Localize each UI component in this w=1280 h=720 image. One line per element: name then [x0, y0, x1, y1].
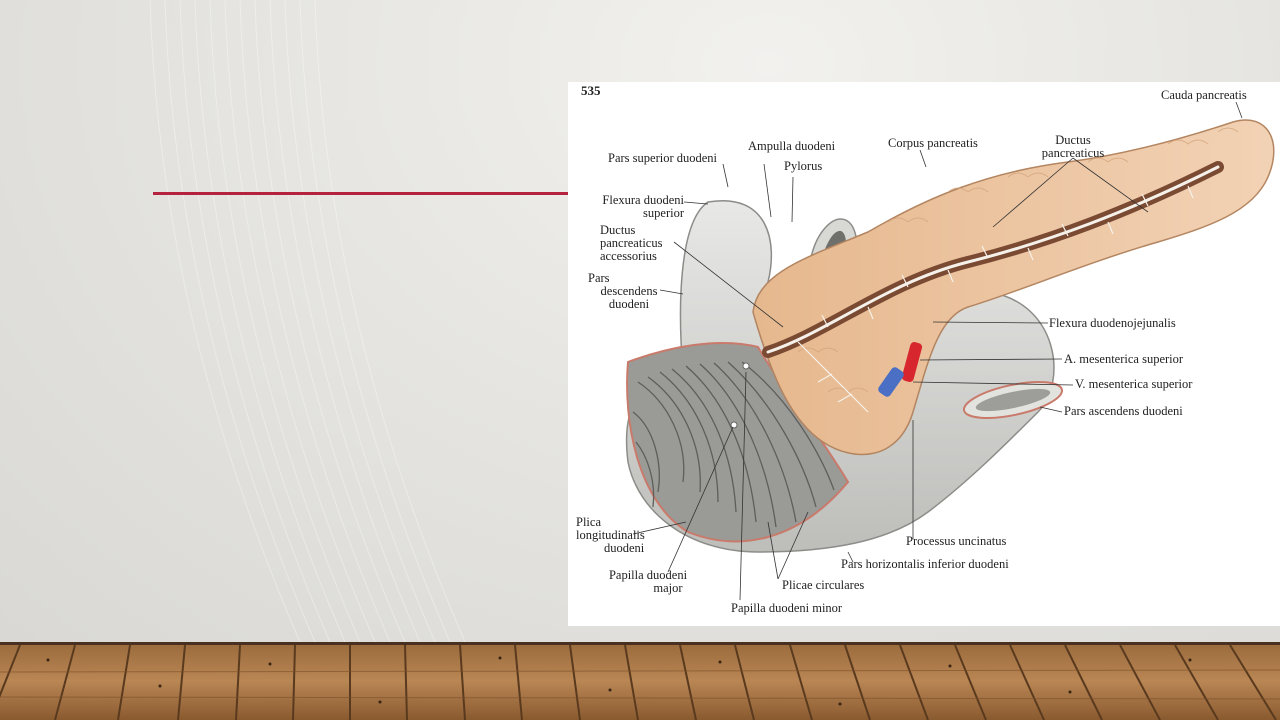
- label-papilla-major-line2: major: [653, 581, 683, 595]
- label-papilla-duodeni-minor: Papilla duodeni minor: [731, 601, 843, 615]
- background-arc-pattern: [0, 0, 1280, 642]
- anatomy-figure: 535 Cauda pancreatis Pars superior duode…: [568, 82, 1280, 626]
- title-accent-line: [153, 192, 568, 195]
- label-accessorius-line1: Ductus: [600, 223, 636, 237]
- label-descendens-line1: Pars: [588, 271, 610, 285]
- label-pars-horizontalis-inferior-duodeni: Pars horizontalis inferior duodeni: [841, 557, 1009, 571]
- label-ductus-accessorius: Ductus pancreaticus accessorius: [600, 224, 662, 263]
- label-plica-line3: duodeni: [604, 541, 645, 555]
- pancreas-duodenum-illustration: [625, 101, 1275, 601]
- label-cauda-pancreatis: Cauda pancreatis: [1161, 88, 1247, 102]
- label-a-mesenterica-superior: A. mesenterica superior: [1064, 352, 1184, 366]
- label-processus-uncinatus: Processus uncinatus: [906, 534, 1007, 548]
- label-descendens-line2: descendens: [600, 284, 658, 298]
- label-v-mesenterica-superior: V. mesenterica superior: [1075, 377, 1193, 391]
- label-ductus-pancreaticus-line1: Ductus: [1055, 133, 1091, 147]
- label-accessorius-line3: accessorius: [600, 249, 657, 263]
- label-plicae-circulares: Plicae circulares: [782, 578, 865, 592]
- vein-shape: [878, 367, 904, 397]
- label-plica-line2: longitudinalis: [576, 528, 645, 542]
- label-descendens-line3: duodeni: [608, 297, 650, 311]
- label-ductus-pancreaticus: Ductus pancreaticus: [1038, 134, 1108, 160]
- label-pars-descendens-duodeni: Pars descendens duodeni: [588, 272, 670, 311]
- label-flexura-superior-line2: superior: [643, 206, 684, 220]
- label-pars-superior-duodeni: Pars superior duodeni: [608, 151, 718, 165]
- label-accessorius-line2: pancreaticus: [600, 236, 663, 250]
- label-papilla-duodeni-major: Papilla duodeni major: [598, 569, 698, 595]
- label-pylorus: Pylorus: [784, 159, 823, 173]
- label-flexura-duodenojejunalis: Flexura duodenojejunalis: [1049, 316, 1176, 330]
- figure-number: 535: [581, 83, 601, 98]
- wood-floor-decoration: [0, 642, 1280, 720]
- artery-shape: [901, 342, 923, 382]
- label-plica-longitudinalis-duodeni: Plica longitudinalis duodeni: [576, 516, 645, 555]
- label-corpus-pancreatis: Corpus pancreatis: [888, 136, 978, 150]
- label-ductus-pancreaticus-line2: pancreaticus: [1041, 146, 1105, 160]
- label-pars-ascendens-duodeni: Pars ascendens duodeni: [1064, 404, 1183, 418]
- label-plica-line1: Plica: [576, 515, 601, 529]
- label-papilla-major-line1: Papilla duodeni: [608, 568, 688, 582]
- label-flexura-duodeni-superior: Flexura duodeni superior: [578, 194, 684, 220]
- label-ampulla-duodeni: Ampulla duodeni: [748, 139, 836, 153]
- label-flexura-superior-line1: Flexura duodeni: [602, 193, 684, 207]
